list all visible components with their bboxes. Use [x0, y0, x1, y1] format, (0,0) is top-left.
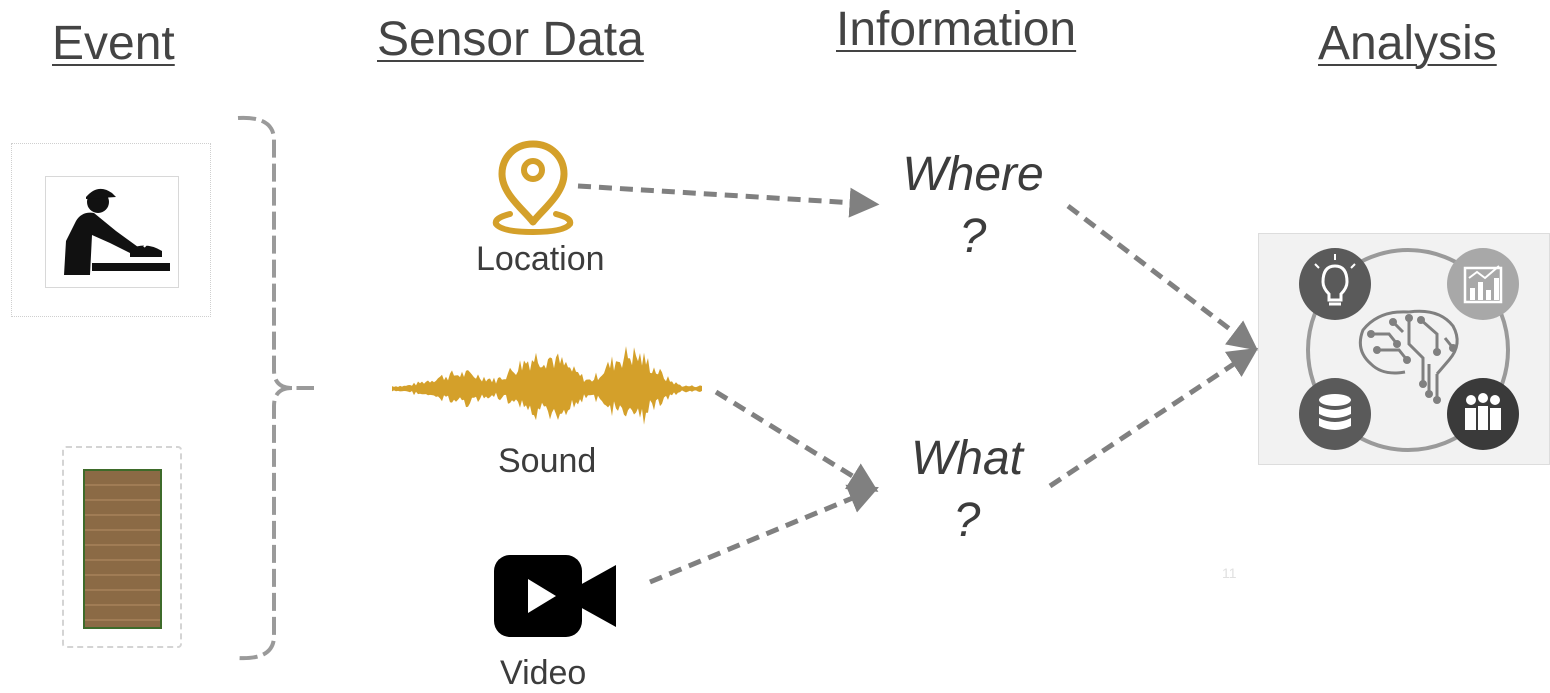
info-where-word: Where: [902, 148, 1044, 201]
analysis-panel: [1258, 233, 1550, 465]
sensor-label-sound: Sound: [498, 442, 597, 480]
chart-analytics-icon: [1447, 248, 1519, 320]
sensor-label-video: Video: [500, 654, 587, 692]
heading-event: Event: [52, 17, 175, 70]
heading-information: Information: [836, 3, 1077, 56]
ai-brain-analytics-icon: [1299, 248, 1519, 452]
lightbulb-icon: [1299, 248, 1371, 320]
info-what-word: What: [910, 432, 1024, 485]
sensor-label-location: Location: [476, 240, 605, 278]
arrow-video-to-what: [649, 484, 879, 585]
event-worker-frame: [11, 143, 211, 317]
worker-sanding-icon: [64, 188, 170, 275]
circuit-nodes: [1367, 314, 1457, 404]
page-number: 11: [1222, 565, 1237, 581]
info-what-mark: ?: [953, 494, 981, 547]
arrow-what-to-analysis: [1048, 347, 1259, 489]
wooden-board-icon: [83, 469, 162, 629]
video-camera-icon: [494, 555, 616, 637]
event-worker-image: [45, 176, 179, 288]
people-group-icon: [1447, 378, 1519, 450]
event-bracket: [237, 115, 314, 661]
arrow-where-to-analysis: [1066, 204, 1258, 351]
map-pin-icon: [492, 140, 574, 236]
event-board-frame: [62, 446, 182, 648]
heading-analysis: Analysis: [1318, 17, 1497, 70]
info-where: Where ?: [896, 144, 1050, 268]
arrow-sound-to-what: [714, 389, 879, 492]
arrow-location-to-where: [577, 183, 880, 218]
database-icon: [1299, 378, 1371, 450]
heading-sensor-data: Sensor Data: [377, 13, 644, 66]
sound-waveform-icon: [392, 346, 702, 425]
info-what: What ?: [890, 428, 1044, 552]
info-where-mark: ?: [959, 210, 987, 263]
circuit-brain-icon: [1358, 309, 1459, 400]
